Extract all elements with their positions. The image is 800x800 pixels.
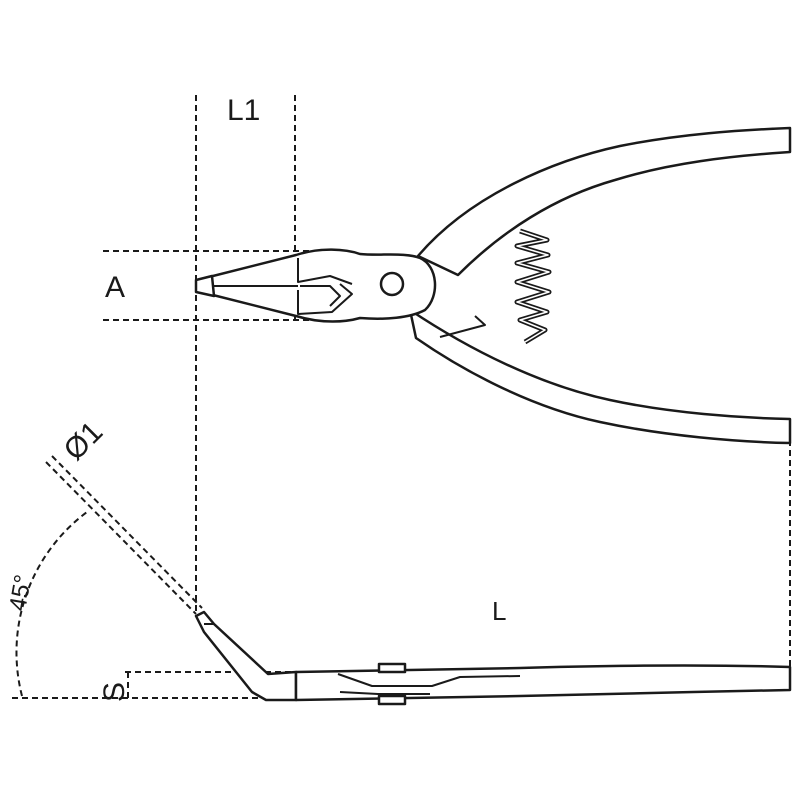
angle-45-arc — [15, 511, 88, 697]
side-plate — [337, 673, 521, 687]
tip-axis-line-2 — [51, 455, 203, 609]
tip-axis-line-1 — [45, 461, 197, 615]
lower-handle — [408, 308, 792, 445]
side-body — [294, 664, 792, 702]
pliers-top-view — [194, 126, 792, 445]
label-angle-45: 45° — [4, 573, 37, 613]
jaw-tip — [194, 274, 216, 298]
jaw-center-plate — [300, 285, 341, 307]
jaw-lower-bevel — [297, 283, 353, 315]
label-diameter: Ø1 — [58, 415, 110, 467]
dimension-labels: L1 A L S Ø1 45° — [4, 94, 506, 702]
side-plate-lower — [339, 691, 430, 695]
jaw-upper-bevel — [297, 258, 353, 285]
label-s: S — [98, 682, 131, 702]
dimension-lines — [12, 95, 791, 699]
label-l: L — [492, 596, 506, 626]
lower-handle-inner-edge — [439, 315, 486, 338]
label-l1: L1 — [227, 94, 260, 127]
rivet-bottom — [377, 694, 407, 706]
pivot-circle-icon — [379, 271, 405, 297]
upper-handle — [416, 126, 792, 277]
rivet-top — [377, 662, 407, 674]
angled-tip — [194, 610, 298, 702]
pliers-side-view — [194, 610, 792, 706]
label-a: A — [105, 271, 125, 304]
